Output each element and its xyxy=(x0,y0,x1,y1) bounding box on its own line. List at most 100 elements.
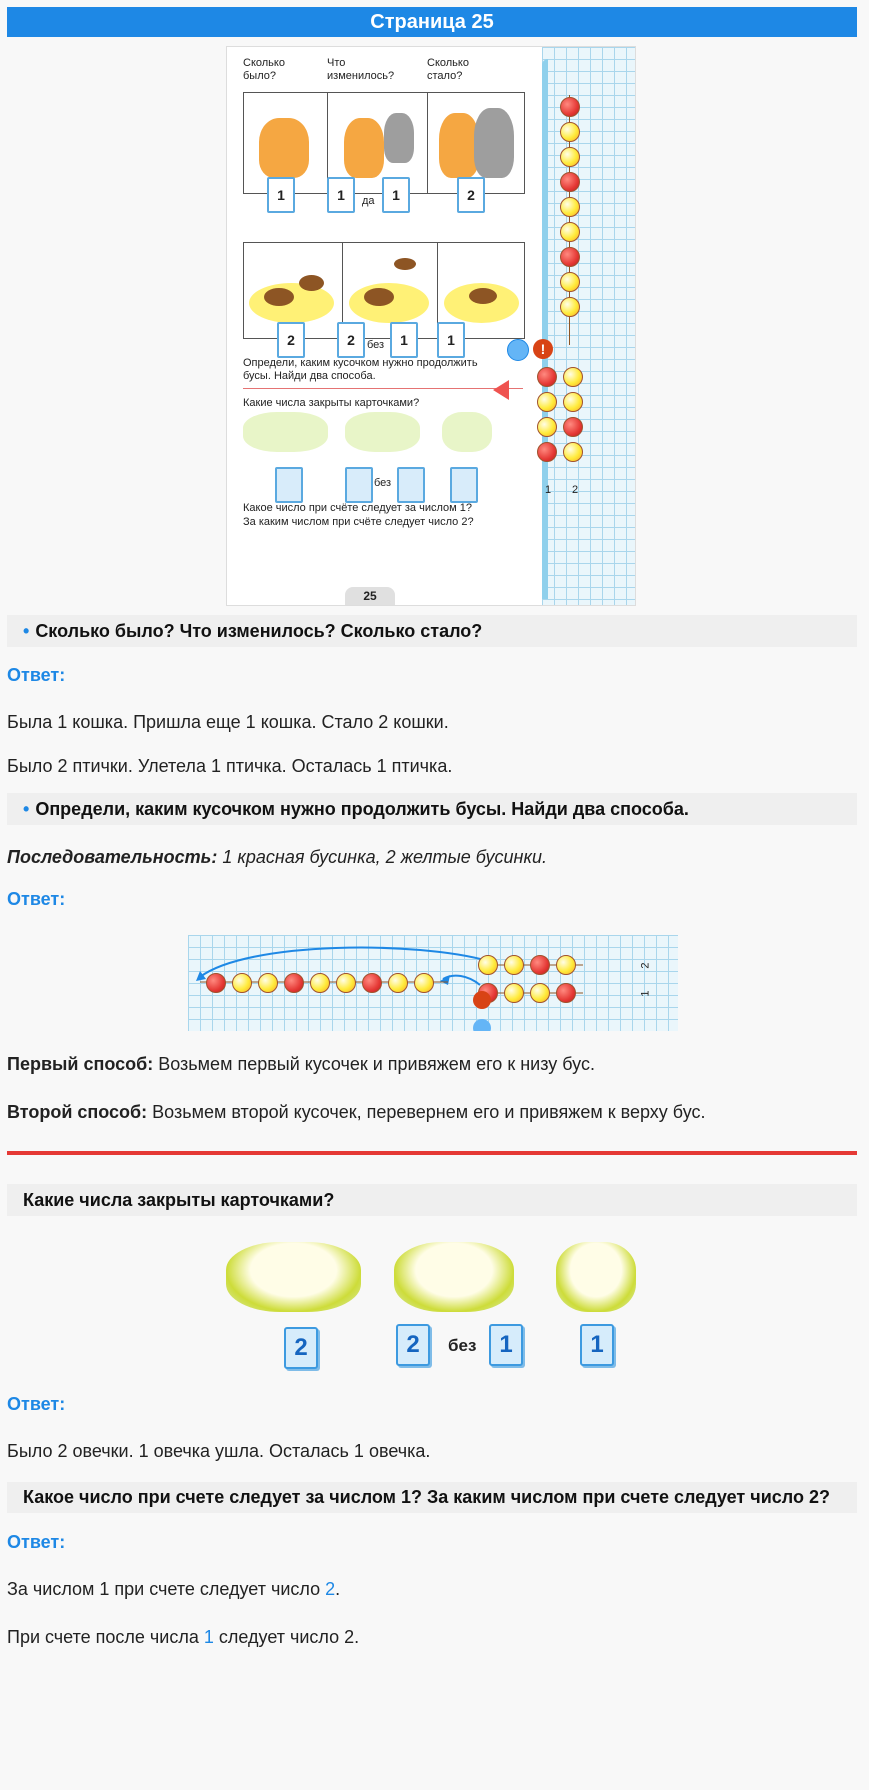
yellow-bead xyxy=(478,955,498,975)
yellow-bead xyxy=(504,983,524,1003)
cat-illustration xyxy=(259,118,309,178)
answer-label: Ответ: xyxy=(7,665,66,685)
bird-illustration xyxy=(394,258,416,270)
answer-text: За числом 1 при счете следует число 2. xyxy=(7,1579,341,1599)
bird-illustration xyxy=(264,288,294,306)
section-heading: Какое число при счете следует за числом … xyxy=(7,1482,857,1513)
red-bead xyxy=(560,247,580,267)
yellow-bead xyxy=(232,973,252,993)
cards-task-text: Какие числа закрыты карточками? xyxy=(243,397,420,409)
yellow-bead xyxy=(560,197,580,217)
question-header-2: Что изменилось? xyxy=(327,57,395,82)
yellow-bead xyxy=(560,122,580,142)
red-rule xyxy=(243,388,523,389)
yellow-bead xyxy=(560,297,580,317)
bird-illustration xyxy=(364,288,394,306)
yellow-bead xyxy=(563,367,583,387)
page-number-tab: 25 xyxy=(345,587,395,605)
sheep-illustration xyxy=(226,1242,361,1312)
red-bead xyxy=(556,983,576,1003)
red-bead xyxy=(206,973,226,993)
yellow-bead xyxy=(556,955,576,975)
cats-row xyxy=(243,92,525,194)
sheep-illustration xyxy=(243,412,328,452)
answer-label: Ответ: xyxy=(7,889,66,909)
hidden-card xyxy=(345,467,373,503)
sheep-illustration xyxy=(345,412,420,452)
section-heading: •Определи, каким кусочком нужно продолжи… xyxy=(7,793,857,825)
question-header-3: Сколько стало? xyxy=(427,57,469,82)
without-word: без xyxy=(448,1336,477,1355)
red-bead xyxy=(362,973,382,993)
answer-text: Было 2 птички. Улетела 1 птичка. Осталас… xyxy=(7,756,453,776)
piece-label: 2 xyxy=(639,962,652,969)
number-card: 2 xyxy=(337,322,365,358)
yellow-bead xyxy=(258,973,278,993)
answer-text: При счете после числа 1 следует число 2. xyxy=(7,1627,360,1647)
yellow-bead xyxy=(560,147,580,167)
warning-icon xyxy=(473,991,491,1009)
answer-label: Ответ: xyxy=(7,1394,66,1414)
section-heading: Какие числа закрыты карточками? xyxy=(7,1184,857,1216)
number-card: 1 xyxy=(382,177,410,213)
number-card: 1 xyxy=(327,177,355,213)
piece-label-1: 1 xyxy=(545,484,552,496)
yellow-bead xyxy=(414,973,434,993)
sheep-word: без xyxy=(374,477,392,489)
number-card: 2 xyxy=(284,1327,318,1369)
number-card: 1 xyxy=(390,322,418,358)
bullet-icon: • xyxy=(23,621,30,641)
warning-icon: ! xyxy=(533,339,553,359)
red-bead xyxy=(560,172,580,192)
sheep-cards-image: 2 2 без 1 1 xyxy=(226,1242,646,1382)
cat-illustration xyxy=(439,113,479,178)
red-bead xyxy=(560,97,580,117)
birds-row xyxy=(243,242,525,339)
question-marker-icon xyxy=(493,380,509,400)
info-circle-icon xyxy=(473,1019,491,1031)
number-card: 1 xyxy=(489,1324,523,1366)
yellow-bead xyxy=(310,973,330,993)
yellow-bead xyxy=(563,442,583,462)
answer-text: Было 2 овечки. 1 овечка ушла. Осталась 1… xyxy=(7,1441,431,1461)
cats-word: да xyxy=(362,195,375,207)
section-heading: •Сколько было? Что изменилось? Сколько с… xyxy=(7,615,857,647)
red-bead xyxy=(530,955,550,975)
sheep-illustration xyxy=(556,1242,636,1312)
number-card: 2 xyxy=(457,177,485,213)
number-card: 2 xyxy=(396,1324,430,1366)
number-card: 2 xyxy=(277,322,305,358)
hidden-card xyxy=(450,467,478,503)
piece-label: 1 xyxy=(639,990,652,997)
number-card: 1 xyxy=(580,1324,614,1366)
cat-illustration xyxy=(384,113,414,163)
yellow-bead xyxy=(563,392,583,412)
way-2-text: Второй способ: Возьмем второй кусочек, п… xyxy=(7,1102,706,1122)
beads-task-text: Определи, каким кусочком нужно продолжит… xyxy=(243,357,478,382)
question-header-1: Сколько было? xyxy=(243,57,285,82)
birds-word: без xyxy=(367,339,385,351)
bird-illustration xyxy=(299,275,324,291)
bead-string xyxy=(569,95,570,345)
beads-answer-image: 2 1 xyxy=(188,935,678,1031)
number-card: 1 xyxy=(267,177,295,213)
grass-illustration xyxy=(249,283,334,323)
cat-illustration xyxy=(474,108,514,178)
yellow-bead xyxy=(530,983,550,1003)
bird-illustration xyxy=(469,288,497,304)
count-task-line-1: Какое число при счёте следует за числом … xyxy=(243,502,472,514)
count-task-line-2: За каким числом при счёте следует число … xyxy=(243,516,474,528)
answer-text: Была 1 кошка. Пришла еще 1 кошка. Стало … xyxy=(7,712,449,732)
piece-label-2: 2 xyxy=(572,484,579,496)
hidden-card xyxy=(397,467,425,503)
number-card: 1 xyxy=(437,322,465,358)
yellow-bead xyxy=(537,392,557,412)
sequence-text: Последовательность: 1 красная бусинка, 2… xyxy=(7,847,547,867)
cat-illustration xyxy=(344,118,384,178)
yellow-bead xyxy=(560,272,580,292)
hidden-card xyxy=(275,467,303,503)
yellow-bead xyxy=(537,417,557,437)
yellow-bead xyxy=(336,973,356,993)
bullet-icon: • xyxy=(23,799,30,819)
answer-label: Ответ: xyxy=(7,1532,66,1552)
